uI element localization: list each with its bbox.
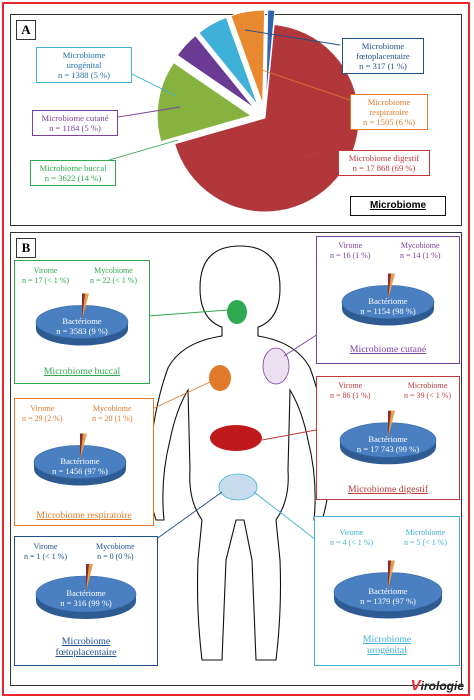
pie-label-bacteriome-5: Bactériome — [368, 586, 407, 596]
resp-title: Microbiome respiratoire — [36, 510, 132, 521]
pie-label-bacteriome-0: Bactériome — [62, 316, 101, 326]
label-resp-line2: respiratoire — [369, 107, 409, 117]
label-buccal-line1: Microbiome buccal — [39, 163, 107, 173]
virologie-logo: Virologie — [410, 677, 464, 694]
label-buccal-value: n = 3622 (14 %) — [44, 173, 102, 183]
pie-value-bacteriome-4: n = 316 (99 %) — [60, 598, 112, 608]
pie-value-bacteriome-5: n = 1379 (97 %) — [360, 596, 416, 606]
label-digestif-value: n = 17 868 (69 %) — [352, 163, 416, 173]
pie-slice-microbiome-cutané — [176, 34, 256, 109]
pie-wedge-myco-5 — [388, 560, 395, 590]
uro-marker — [218, 473, 258, 501]
label-foeto-line1: Microbiome — [361, 41, 405, 51]
pie-slice-microbiome-buccal — [156, 61, 253, 143]
pie-label-bacteriome-2: Bactériome — [60, 456, 99, 466]
dig-title: Microbiome digestif — [347, 484, 429, 495]
outer-frame — [2, 2, 470, 696]
pie-value-bacteriome-3: n = 17 743 (99 %) — [357, 444, 419, 454]
label-urogenital-line1: Microbiome — [62, 50, 106, 60]
pie-value-bacteriome-0: n = 3583 (9 %) — [56, 326, 108, 336]
panel-b-letter: B — [16, 238, 36, 258]
pie-wedge-myco-4 — [86, 564, 93, 592]
label-cutane-line1: Microbiome cutané — [41, 113, 109, 123]
label-urogenital-value: n = 1388 (5 %) — [57, 70, 111, 80]
buccal-title: Microbiome buccal — [43, 366, 121, 377]
pie-slice-microbiome-urogénital — [198, 16, 259, 107]
pie-wedge-myco-0 — [82, 293, 89, 320]
label-foetoplacentaire: Microbiome fœtoplacentaire n = 317 (1 %) — [342, 38, 424, 74]
pie-value-bacteriome-2: n = 1456 (97 %) — [52, 466, 108, 476]
pie-label-bacteriome-3: Bactériome — [368, 434, 407, 444]
lung-marker — [209, 365, 231, 391]
label-respiratoire: Microbiome respiratoire n = 1505 (6 %) — [350, 94, 428, 130]
label-buccal: Microbiome buccal n = 3622 (14 %) — [30, 160, 116, 186]
label-resp-line1: Microbiome — [367, 97, 411, 107]
cutane-title: Microbiome cutané — [349, 344, 427, 355]
label-resp-value: n = 1505 (6 %) — [362, 117, 416, 127]
label-cutane-value: n = 1184 (5 %) — [49, 123, 101, 133]
panel-a-letter: A — [16, 20, 36, 40]
gut-marker — [210, 425, 262, 451]
pie-label-bacteriome-4: Bactériome — [66, 588, 105, 598]
label-cutane: Microbiome cutané n = 1184 (5 %) — [32, 110, 118, 136]
label-urogenital-line2: urogénital — [66, 60, 102, 70]
mouth-marker — [227, 300, 247, 324]
pie-slice-microbiome-respiratoire — [230, 9, 266, 105]
pie-wedge-myco-1 — [388, 273, 395, 300]
pie-wedge-myco-2 — [80, 433, 87, 460]
skin-marker — [262, 347, 290, 385]
pie-wedge-myco-3 — [388, 410, 395, 438]
label-digestif-line1: Microbiome digestif — [348, 153, 420, 163]
legend-microbiome: Microbiome — [350, 196, 446, 216]
label-foeto-line2: fœtoplacentaire — [356, 51, 410, 61]
label-foeto-value: n = 317 (1 %) — [359, 61, 407, 71]
label-digestif: Microbiome digestif n = 17 868 (69 %) — [338, 150, 430, 176]
pie-slice-microbiome-digestif — [173, 23, 360, 213]
label-urogenital: Microbiome urogénital n = 1388 (5 %) — [36, 47, 132, 83]
body-outline — [199, 245, 281, 331]
pie-value-bacteriome-1: n = 1154 (98 %) — [360, 306, 416, 316]
pie-label-bacteriome-1: Bactériome — [368, 296, 407, 306]
main-pie-chart — [91, 9, 360, 213]
